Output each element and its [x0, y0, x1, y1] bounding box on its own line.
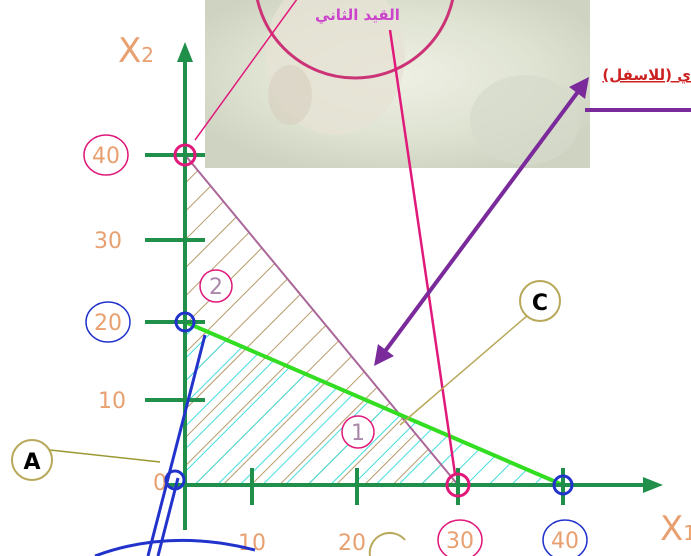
x2-axis-label: X2 [118, 31, 154, 71]
second-constraint-annotation: القيد الثاني [315, 6, 400, 24]
constraint-one-line [184, 320, 564, 487]
y-tick-label-20: 20 [94, 311, 122, 336]
lower-note-annotation: ي (للاسفل) [602, 66, 691, 85]
constraint-two-marker: 2 [209, 275, 223, 300]
x-label-30-circle [437, 519, 483, 556]
constraint-two-marker-circle [199, 269, 233, 303]
pink-callout-line-top [194, 0, 298, 141]
partial-olive-circle [368, 531, 406, 556]
intercept-x2-40 [173, 143, 197, 167]
constraint-two-callout-circle [255, 0, 455, 80]
y-tick-label-40: 40 [92, 144, 120, 169]
x1-axis-arrow [643, 477, 663, 493]
x-tick-label-30: 30 [446, 529, 474, 554]
point-c-leader [399, 314, 529, 426]
blue-line-2 [156, 477, 180, 556]
point-a-marker-circle [11, 439, 53, 481]
point-a-marker: A [23, 450, 40, 475]
point-c-marker: C [532, 291, 548, 316]
origin-label: 0 [153, 471, 167, 496]
x-tick-label-20: 20 [338, 531, 366, 556]
constraint-one-marker-circle [341, 415, 375, 449]
intercept-x2-20 [174, 311, 196, 333]
constraint-one-marker: 1 [351, 421, 365, 446]
y-label-40-circle [83, 134, 129, 176]
x-tick-label-40: 40 [551, 529, 579, 554]
purple-double-arrow [374, 76, 589, 367]
point-a-leader [49, 449, 161, 463]
intercept-x1-30 [445, 472, 471, 498]
x1-axis-label: X1 [660, 509, 691, 549]
x-tick-label-10: 10 [238, 531, 266, 556]
intercept-x1-40 [552, 474, 574, 496]
y-tick-label-10: 10 [98, 389, 126, 414]
x2-axis-arrow [177, 42, 193, 62]
blue-bottom-ellipse [94, 538, 256, 556]
y-label-20-circle [85, 301, 131, 343]
x-label-40-circle [542, 519, 588, 556]
constraint-two-line [184, 154, 459, 486]
blue-line-1 [146, 334, 207, 556]
y-tick-label-30: 30 [94, 229, 122, 254]
point-c-marker-circle [519, 280, 561, 322]
